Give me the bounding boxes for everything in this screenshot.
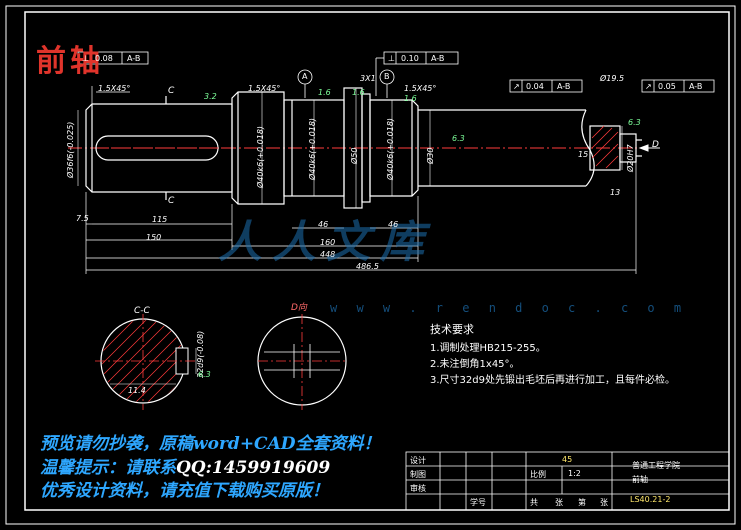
section-cc-label: C-C	[134, 306, 150, 316]
tol-ref-4: A-B	[689, 82, 703, 91]
rough-3: 1.6	[352, 88, 365, 97]
dim-chamfer-mid: 1.5X45°	[248, 84, 281, 93]
note-item-1: 1.调制处理HB215-255。	[430, 343, 546, 354]
promo-line-2: 温馨提示：请联系QQ:1459919609	[40, 453, 330, 478]
title-block	[405, 451, 730, 511]
cut-c-top: C	[168, 86, 175, 96]
tol-value-2: 0.10	[401, 54, 419, 63]
rough-1: 3.2	[204, 92, 217, 101]
inner-border	[24, 11, 730, 511]
dim-7-5: 7.5	[76, 214, 89, 223]
dimension-lines	[85, 86, 637, 274]
promo-qq: QQ:1459919609	[176, 458, 331, 478]
tb-project: 普通工程学院	[632, 461, 680, 470]
dim-dia-40-b: Ø40k6(+0.018)	[386, 117, 395, 180]
tol-value-4: 0.05	[658, 82, 676, 91]
dim-115: 115	[152, 215, 168, 224]
tol-ref-2: A-B	[431, 54, 445, 63]
dim-dia-50: Ø50	[350, 147, 359, 164]
dim-dia-key-left: Ø36f6(-0.025)	[66, 121, 75, 178]
datum-b-label: B	[384, 72, 390, 81]
dim-dia-bearing-1: Ø40k6(+0.018)	[256, 125, 265, 188]
dim-dia-30: Ø30	[426, 147, 435, 164]
rough-5: 6.3	[628, 118, 641, 127]
tb-checked: 审核	[410, 484, 426, 493]
view-d	[257, 314, 347, 410]
tol-ref-3: A-B	[557, 82, 571, 91]
right-end-hatch	[591, 125, 619, 169]
tb-sheet-no: 第	[578, 498, 586, 507]
diameter-lines	[77, 88, 623, 208]
dim-15: 15	[578, 150, 589, 159]
tb-scale-label: 比例	[530, 470, 546, 479]
notes-heading: 技术要求	[430, 323, 474, 336]
dim-448: 448	[320, 250, 336, 259]
section-rough: 6.3	[198, 370, 211, 379]
dim-486-5: 486.5	[356, 262, 379, 271]
watermark-url: w w w . r e n d o c . c o m	[330, 301, 688, 315]
note-item-3: 3.尺寸32d9处先锻出毛坯后再进行加工，且每件必检。	[430, 375, 675, 386]
view-d-label: D向	[291, 303, 307, 313]
tb-sheet-total: 共	[530, 498, 538, 507]
outer-border	[5, 5, 736, 525]
rough-6: 6.3	[452, 134, 465, 143]
dim-dia-right-top: Ø19.5	[600, 74, 625, 83]
datum-a-label: A	[302, 72, 308, 81]
rough-4: 1.6	[404, 94, 417, 103]
view-arrow-d	[638, 144, 660, 152]
tol-symbol-4: ↗	[645, 82, 652, 91]
tol-value-1: 0.08	[95, 54, 113, 63]
note-item-2: 2.未注倒角1x45°。	[430, 359, 520, 370]
tb-sheet-word: 张	[600, 498, 608, 507]
cut-c-bottom: C	[168, 196, 175, 206]
drawing-title: 前轴	[36, 44, 104, 79]
tol-ref-1: A-B	[127, 54, 141, 63]
dim-13: 13	[610, 188, 621, 197]
technical-notes: 技术要求 1.调制处理HB215-255。 2.未注倒角1x45°。 3.尺寸3…	[430, 322, 675, 389]
tb-drawing-no: LS40.21-2	[630, 495, 671, 504]
rough-2: 1.6	[318, 88, 331, 97]
tb-drawn: 制图	[410, 470, 426, 479]
section-width: 11.4	[128, 386, 146, 395]
dim-chamfer-right: 1.5X45°	[404, 84, 437, 93]
tb-sheet-label: 张	[555, 498, 563, 507]
tb-scale: 1:2	[568, 469, 581, 478]
dim-160: 160	[320, 238, 336, 247]
tolerance-frames	[77, 51, 715, 96]
dim-chamfer-left: 1.5X45°	[98, 84, 131, 93]
dim-150: 150	[146, 233, 162, 242]
tb-student-no: 学号	[470, 498, 486, 507]
tol-symbol-1: ⊥	[82, 54, 89, 63]
dim-dia-thread: Ø20H7	[626, 144, 635, 172]
dim-groove: 3X1	[360, 74, 376, 83]
watermark-brand: 人人文库	[218, 217, 434, 268]
tol-symbol-2: ⊥	[388, 54, 395, 63]
promo-line-3: 优秀设计资料，请充值下载购买原版！	[40, 481, 329, 501]
tol-value-3: 0.04	[526, 82, 544, 91]
promo-line-2-prefix: 温馨提示：请联系	[40, 458, 176, 478]
tb-material: 45	[562, 455, 573, 464]
tol-symbol-3: ↗	[513, 82, 520, 91]
dim-46-b: 46	[388, 220, 399, 229]
dim-46-a: 46	[318, 220, 329, 229]
arrow-d-label: D	[652, 140, 659, 150]
tb-designed: 设计	[410, 456, 426, 465]
tb-part-name: 前轴	[632, 475, 648, 484]
promo-line-1: 预览请勿抄袭，原稿word+CAD全套资料！	[40, 434, 381, 454]
datum-markers	[297, 69, 395, 98]
dim-dia-bearing-2: Ø40k6(+0.018)	[308, 117, 317, 180]
